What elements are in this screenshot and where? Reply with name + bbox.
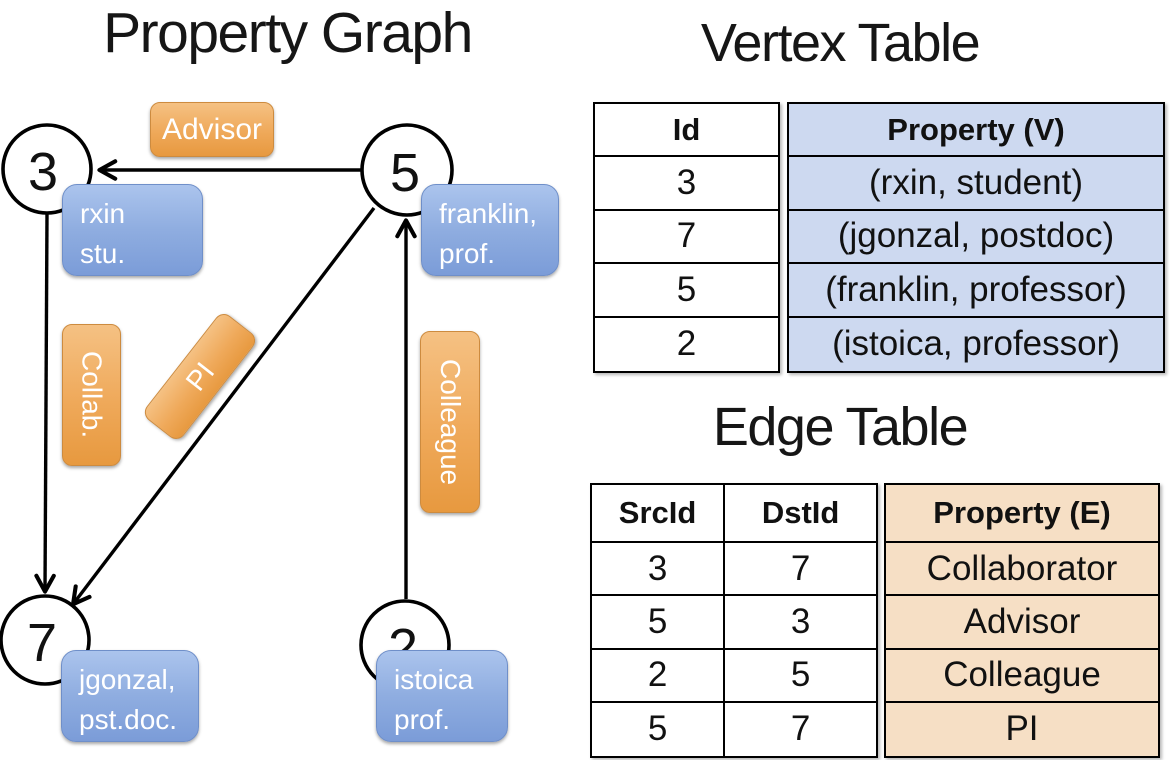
edge-table-srcid-cell: 2 [592,650,724,703]
vertex-table-property-column: Property (V) (rxin, student) (jgonzal, p… [787,102,1165,373]
vertex-property-box-2: istoica prof. [376,650,508,742]
vertex-2-role: prof. [394,703,451,735]
edge-table-dstid-cell: 7 [723,702,876,756]
edge-table-property-cell: Collaborator [886,543,1158,597]
vertex-id-3: 3 [28,142,58,202]
edge-label-collab: Collab. [62,324,121,466]
vertex-5-role: prof. [439,237,496,269]
edge-table-property-cell: PI [886,702,1158,756]
vertex-table-property-header: Property (V) [789,104,1163,158]
edge-table: SrcId DstId 3 7 5 3 2 5 5 7 Property (E)… [590,483,1160,758]
edge-table-property-cell: Colleague [886,649,1158,703]
vertex-table-property-cell: (istoica, professor) [789,317,1163,371]
edge-table-srcid-cell: 5 [592,596,724,650]
vertex-property-box-7: jgonzal, pst.doc. [61,650,199,742]
edge-table-srcid-cell: 5 [647,709,668,749]
vertex-5-name: franklin, [439,198,538,229]
edge-table-srcid-cell: 3 [592,543,724,597]
vertex-table-id-header: Id [595,104,778,158]
edge-table-dstid-header: DstId [723,485,876,543]
edge-table-dstid-cell: 3 [723,596,876,650]
vertex-3-name: rxin [80,198,126,229]
vertex-table-id-cell: 7 [595,211,778,265]
edge-label-advisor-text: Advisor [161,112,263,146]
edge-table-ids-columns: SrcId DstId 3 7 5 3 2 5 5 7 [590,483,878,758]
vertex-table-id-cell: 2 [676,324,697,364]
edge-table-dstid-cell: 7 [723,543,876,597]
vertex-table-title: Vertex Table [700,13,981,73]
property-graph-title: Property Graph [103,1,473,65]
edge-label-pi-text: PI [179,356,220,397]
edge-label-advisor: Advisor [150,102,274,157]
vertex-id-5: 5 [390,143,420,203]
edge-label-colleague: Colleague [420,331,480,513]
edge-table-property-cell: Advisor [886,596,1158,650]
edge-label-colleague-text: Colleague [435,358,466,486]
vertex-table: Id 3 7 5 2 Property (V) (rxin, student) … [593,102,1165,373]
edge-5-to-7-pi [70,206,376,607]
vertex-7-name: jgonzal, [79,664,176,695]
vertex-table-id-cell: 3 [595,157,778,211]
vertex-id-7: 7 [27,613,57,673]
edge-table-title: Edge Table [712,397,969,457]
edge-label-collab-text: Collab. [76,351,108,439]
edge-table-property-column: Property (E) Collaborator Advisor Collea… [884,483,1160,758]
vertex-property-box-5: franklin, prof. [421,184,559,276]
vertex-table-id-column: Id 3 7 5 2 [593,102,780,373]
edge-table-property-header: Property (E) [886,485,1158,543]
vertex-7-role: pst.doc. [79,703,178,735]
vertex-3-role: stu. [80,237,126,269]
vertex-table-property-cell: (jgonzal, postdoc) [789,210,1163,265]
vertex-2-name: istoica [394,664,474,695]
vertex-table-property-cell: (rxin, student) [789,157,1163,211]
edge-table-dstid-cell: 5 [723,649,876,703]
edge-table-srcid-header: SrcId [592,485,724,543]
vertex-table-property-cell: (franklin, professor) [789,264,1163,318]
vertex-table-id-cell: 5 [595,264,778,318]
edge-3-to-7-collab [34,213,56,594]
vertex-property-box-3: rxin stu. [62,184,203,276]
